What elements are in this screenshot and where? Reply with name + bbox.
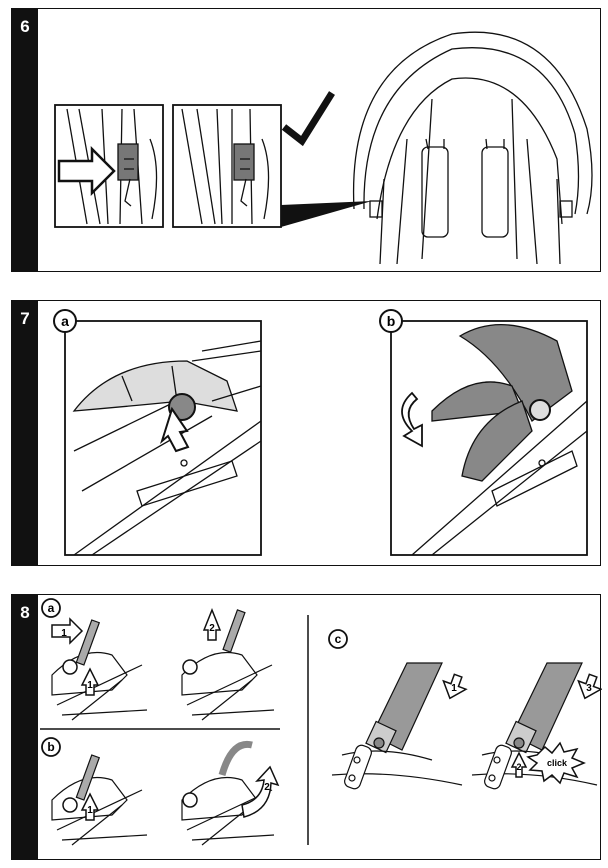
step-6-sidebar: 6	[12, 9, 38, 271]
arrow-icon: 1 1	[51, 617, 100, 696]
step-6-illustration	[54, 31, 593, 265]
subfigure-8a-right	[181, 609, 275, 721]
svg-text:click: click	[547, 758, 568, 768]
subfigure-7a-label: a	[53, 309, 77, 333]
arrow-icon: 1	[442, 673, 468, 700]
step-8-panel: 8 1 1 2 a	[11, 594, 602, 860]
step-7-panel: 7 a	[11, 300, 601, 566]
svg-text:2: 2	[516, 762, 521, 772]
checkmark-icon	[281, 91, 335, 147]
push-up-arrow-icon	[160, 406, 190, 453]
step-6-panel: 6	[11, 8, 601, 272]
svg-text:1: 1	[87, 680, 93, 691]
subfigure-8b-label: b	[41, 737, 61, 757]
svg-text:1: 1	[451, 683, 457, 694]
svg-text:2: 2	[209, 623, 215, 634]
svg-text:a: a	[61, 313, 69, 329]
subfigure-8a-label: a	[41, 598, 61, 618]
step-8-sidebar: 8	[12, 595, 38, 859]
callout-wedge	[281, 201, 372, 227]
arrow-icon: 3 2	[510, 673, 602, 778]
svg-text:3: 3	[586, 683, 592, 694]
svg-text:1: 1	[87, 805, 93, 816]
stroller-canopy-view	[352, 31, 593, 265]
subfigure-8b-left	[51, 754, 148, 846]
svg-text:a: a	[48, 601, 55, 615]
subfigure-8c-label: c	[328, 629, 348, 649]
detail-box-locked	[172, 104, 282, 228]
rotate-arrow-icon	[401, 391, 423, 448]
step-8-illustration: 1 1 2 a 1	[40, 598, 602, 846]
subfigure-7b	[390, 320, 588, 556]
step-7-illustration: a b	[53, 309, 588, 556]
svg-text:c: c	[335, 632, 342, 646]
step-number: 8	[20, 603, 30, 622]
curved-arrow-icon: 2	[241, 765, 280, 818]
subfigure-7a	[64, 320, 262, 556]
arrow-icon: 2	[202, 607, 222, 641]
subfigure-8a-left	[51, 619, 148, 721]
step-number: 7	[20, 309, 30, 328]
svg-text:b: b	[387, 313, 396, 329]
step-number: 6	[20, 17, 30, 36]
click-burst-icon: click	[526, 741, 586, 785]
push-arrow-icon	[57, 145, 116, 197]
svg-text:b: b	[47, 740, 54, 754]
svg-text:2: 2	[264, 782, 270, 793]
step-7-sidebar: 7	[12, 301, 38, 565]
svg-text:1: 1	[61, 628, 67, 639]
subfigure-7b-label: b	[379, 309, 403, 333]
arrow-icon: 1	[80, 792, 100, 821]
subfigure-8c-left	[331, 662, 463, 790]
subfigure-8c-right	[471, 662, 598, 790]
